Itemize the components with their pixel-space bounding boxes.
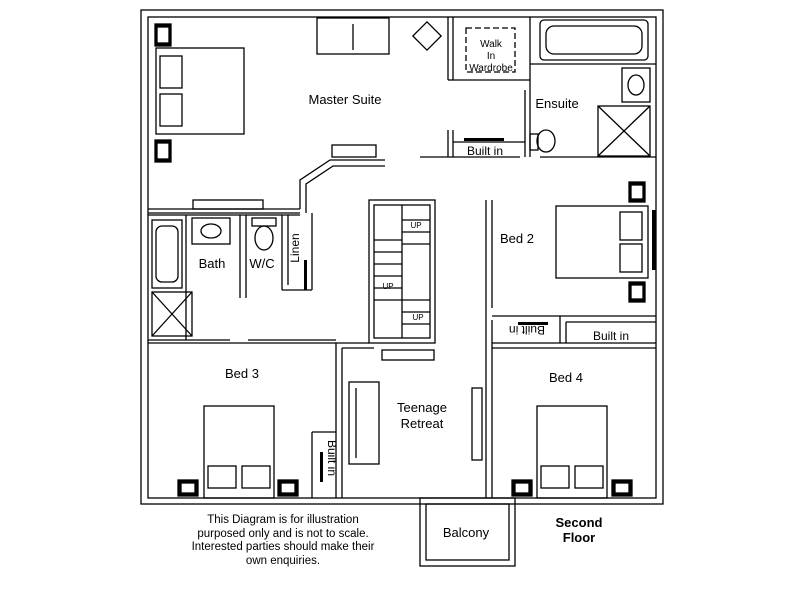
sofa-icon xyxy=(348,381,380,465)
outer-wall xyxy=(140,9,664,505)
wall xyxy=(299,159,385,209)
vanity-icon xyxy=(331,144,377,158)
bathtub-inner xyxy=(155,225,179,283)
nightstand xyxy=(156,26,170,44)
toilet-tank xyxy=(251,217,277,227)
bathtub-inner xyxy=(545,25,643,55)
nightstand xyxy=(614,482,630,494)
pillow xyxy=(159,55,183,89)
basin-bowl xyxy=(200,223,222,239)
toilet-icon xyxy=(254,225,274,251)
basin-icon xyxy=(191,217,231,245)
pillow xyxy=(241,465,271,489)
room-label-bed3: Bed 3 xyxy=(225,366,259,381)
tv-unit xyxy=(471,387,483,461)
room-label-ensuite: Ensuite xyxy=(535,96,578,111)
bed-icon xyxy=(155,47,245,135)
toilet-icon xyxy=(536,129,556,153)
floor-label: Second Floor xyxy=(540,515,618,545)
shower-icon xyxy=(151,291,193,337)
room-label-bed2: Bed 2 xyxy=(500,231,534,246)
floor-label-line-2: Floor xyxy=(562,530,596,545)
stair-up-label: UP xyxy=(412,313,423,322)
nightstand xyxy=(514,482,530,494)
bed-icon xyxy=(203,405,275,499)
door-jamb xyxy=(320,452,323,482)
room-label-bath: Bath xyxy=(199,256,226,271)
shower-icon xyxy=(597,105,651,157)
disclaimer-text: This Diagram is for illustration purpose… xyxy=(191,514,375,567)
stair-up-label: UP xyxy=(410,221,421,230)
nightstand xyxy=(280,482,296,494)
desk-icon xyxy=(381,349,435,361)
nightstand xyxy=(630,284,644,300)
floor-label-line-1: Second xyxy=(555,515,603,530)
room-label-teenage-1: Teenage xyxy=(397,400,447,415)
bed-icon xyxy=(536,405,608,499)
room-label-linen: Linen xyxy=(288,233,302,262)
nightstand xyxy=(156,142,170,160)
nightstand xyxy=(180,482,196,494)
sofa-icon xyxy=(316,17,390,55)
nightstand xyxy=(630,184,644,200)
basin-icon xyxy=(621,67,651,103)
bathtub-icon xyxy=(539,19,649,61)
wardrobe-box xyxy=(465,27,516,73)
room-label-walk-in-2: In xyxy=(487,51,495,62)
room-label-bed4: Bed 4 xyxy=(549,370,583,385)
room-label-teenage-2: Retreat xyxy=(401,416,444,431)
pillow xyxy=(159,93,183,127)
bathtub-icon xyxy=(151,219,183,289)
diamond-table xyxy=(411,20,443,52)
pillow xyxy=(574,465,604,489)
pillow xyxy=(540,465,570,489)
room-label-built-in-master: Built in xyxy=(467,144,503,158)
pillow xyxy=(619,211,643,241)
room-label-balcony: Balcony xyxy=(443,525,490,540)
wall xyxy=(305,165,385,213)
room-label-wc: W/C xyxy=(249,256,274,271)
toilet-tank xyxy=(529,133,539,151)
window xyxy=(652,210,656,270)
pillow xyxy=(207,465,237,489)
stair-up-label: UP xyxy=(382,282,393,291)
room-label-walk-in-3: Wardrobe xyxy=(469,63,513,74)
room-label-walk-in-1: Walk xyxy=(480,39,503,50)
room-label-master-suite: Master Suite xyxy=(309,92,382,107)
door-jamb xyxy=(518,322,548,325)
bed-icon xyxy=(555,205,649,279)
door-jamb xyxy=(464,138,504,141)
balcony-outline xyxy=(419,497,516,567)
basin-bowl xyxy=(627,74,645,96)
room-label-built-in-bed2: Built in xyxy=(593,329,629,343)
room-label-built-in-bed2-rotated: Built in xyxy=(509,323,545,337)
wardrobe-shelf xyxy=(192,199,264,210)
stair-well xyxy=(368,199,436,344)
door-jamb xyxy=(304,260,307,290)
balcony-outline-inner xyxy=(425,503,510,561)
pillow xyxy=(619,243,643,273)
shower-line xyxy=(151,291,193,337)
room-label-built-in-bed3: Built in xyxy=(325,440,339,476)
shower-line xyxy=(597,105,651,157)
